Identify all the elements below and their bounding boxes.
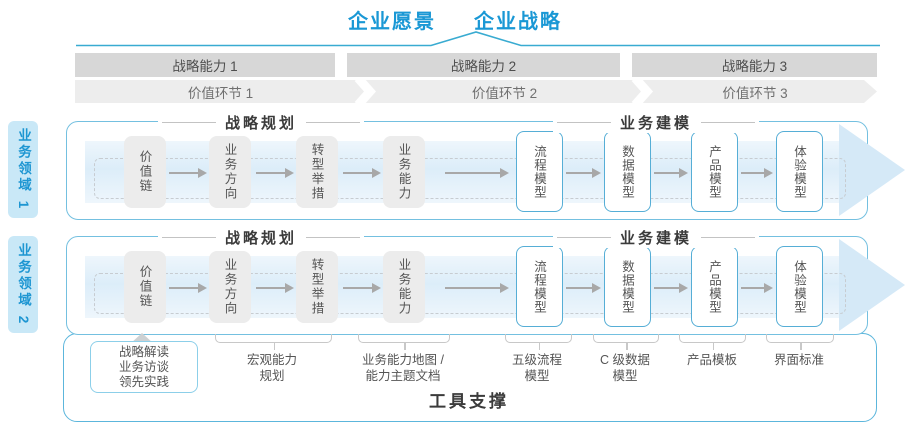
header-line — [162, 122, 216, 123]
box-value-chain: 价值链 — [124, 136, 166, 208]
box-product-model: 产品模型 — [691, 131, 738, 212]
vision-title: 企业愿景 — [348, 11, 436, 33]
section-header-strategic-planning: 战略规划 — [158, 227, 365, 248]
header-line — [701, 237, 756, 238]
annotation-line: 界面标准 — [773, 353, 825, 367]
strategy-title: 企业战略 — [474, 11, 562, 33]
section-header-strategic-planning: 战略规划 — [158, 112, 365, 133]
box-process-model: 流程模型 — [516, 131, 563, 212]
arrow-icon — [741, 168, 773, 177]
annotation-ui-standard: 界面标准 — [774, 352, 824, 368]
arrow-icon — [169, 283, 207, 292]
bracket-process-model — [505, 334, 572, 350]
domain-label-2: 业务领域 2 — [8, 236, 38, 333]
header-line — [306, 237, 361, 238]
section-title: 战略规划 — [225, 230, 298, 247]
value-band-chevron-separators — [354, 80, 654, 103]
annotation-line: 五级流程 — [511, 353, 563, 367]
flow-arrow-head — [839, 124, 905, 216]
domain-label-1: 业务领域 1 — [8, 121, 38, 218]
arrow-icon — [343, 283, 381, 292]
box-data-model: 数据模型 — [604, 131, 651, 212]
box-process-model: 流程模型 — [516, 246, 563, 327]
box-data-model: 数据模型 — [604, 246, 651, 327]
section-header-business-modeling: 业务建模 — [553, 112, 760, 133]
dashed-track — [94, 273, 846, 314]
dashed-track — [94, 158, 846, 199]
annotation-line: 宏观能力 — [246, 353, 298, 367]
annotation-line: 能力主题文档 — [365, 369, 441, 383]
capability-bar-1: 战略能力 1 — [75, 53, 335, 77]
value-link-2: 价值环节 2 — [366, 80, 643, 103]
value-link-2-label: 价值环节 2 — [471, 85, 538, 101]
strategy-input-line: 领先实践 — [118, 374, 169, 389]
box-value-chain: 价值链 — [124, 251, 166, 323]
annotation-line: 产品模板 — [686, 353, 738, 367]
capability-bar-1-label: 战略能力 1 — [172, 59, 238, 74]
diagram-header: 企业愿景 企业战略 — [0, 5, 910, 34]
header-line — [306, 122, 361, 123]
bracket-data-model — [593, 334, 659, 350]
value-link-3-label: 价值环节 3 — [722, 85, 788, 101]
header-line — [701, 122, 756, 123]
bracket-macro-capability — [215, 334, 332, 350]
value-link-3: 价值环节 3 — [643, 80, 867, 103]
box-experience-model: 体验模型 — [776, 131, 823, 212]
strategy-input-line: 业务访谈 — [118, 359, 169, 374]
box-business-capability: 业务能力 — [383, 136, 425, 208]
strategy-input-line: 战略解读 — [118, 344, 169, 359]
box-business-direction: 业务方向 — [209, 251, 251, 323]
arrow-icon — [741, 283, 773, 292]
header-line — [162, 237, 216, 238]
section-header-business-modeling: 业务建模 — [553, 227, 760, 248]
annotation-macro-capability: 宏观能力 规划 — [247, 352, 297, 384]
arrow-icon — [256, 283, 294, 292]
arrow-icon — [256, 168, 294, 177]
section-title: 业务建模 — [620, 230, 693, 247]
bracket-product-template — [679, 334, 746, 350]
value-link-band: 价值环节 1 价值环节 2 价值环节 3 — [75, 80, 877, 103]
box-business-capability: 业务能力 — [383, 251, 425, 323]
strategy-input-box: 战略解读 业务访谈 领先实践 — [90, 341, 198, 393]
swimlane-domain-1: 战略规划 业务建模 价值链 业务方向 转型举措 业务能力 流程模型 数据模型 产… — [66, 112, 905, 220]
bracket-capability-map — [358, 334, 450, 350]
annotation-line: 规划 — [259, 369, 285, 383]
header-line — [557, 237, 611, 238]
annotation-line: 业务能力地图 / — [362, 353, 444, 367]
capability-bar-2-label: 战略能力 2 — [450, 59, 517, 74]
arrow-icon — [343, 168, 381, 177]
arrow-icon — [445, 283, 509, 292]
header-line — [557, 122, 611, 123]
annotation-capability-map: 业务能力地图 / 能力主题文档 — [362, 352, 444, 384]
capability-bar-3: 战略能力 3 — [632, 53, 877, 77]
annotation-line: 模型 — [612, 369, 638, 383]
arrow-icon — [566, 168, 601, 177]
section-title: 战略规划 — [225, 115, 298, 132]
bracket-ui-standard — [766, 334, 834, 350]
swimlane-domain-2: 战略规划 业务建模 价值链 业务方向 转型举措 业务能力 流程模型 数据模型 产… — [66, 227, 905, 335]
caret-divider-line — [76, 31, 880, 47]
annotation-data-model: C 级数据 模型 — [600, 352, 650, 384]
value-link-1: 价值环节 1 — [75, 80, 366, 103]
value-link-1-label: 价值环节 1 — [187, 85, 254, 101]
arrow-icon — [169, 168, 207, 177]
flow-arrow-head — [839, 239, 905, 331]
arrow-icon — [566, 283, 601, 292]
box-transform-initiative: 转型举措 — [296, 251, 338, 323]
box-product-model: 产品模型 — [691, 246, 738, 327]
annotation-line: C 级数据 — [599, 353, 651, 367]
box-transform-initiative: 转型举措 — [296, 136, 338, 208]
box-experience-model: 体验模型 — [776, 246, 823, 327]
arrow-icon — [445, 168, 509, 177]
annotation-process-model: 五级流程 模型 — [512, 352, 562, 384]
annotation-product-template: 产品模板 — [687, 352, 737, 368]
arrow-icon — [654, 283, 688, 292]
tool-support-title: 工具支撑 — [429, 392, 509, 411]
capability-bar-3-label: 战略能力 3 — [721, 59, 788, 74]
arrow-icon — [654, 168, 688, 177]
section-title: 业务建模 — [620, 115, 693, 132]
capability-bar-2: 战略能力 2 — [347, 53, 620, 77]
annotation-line: 模型 — [524, 369, 550, 383]
box-business-direction: 业务方向 — [209, 136, 251, 208]
